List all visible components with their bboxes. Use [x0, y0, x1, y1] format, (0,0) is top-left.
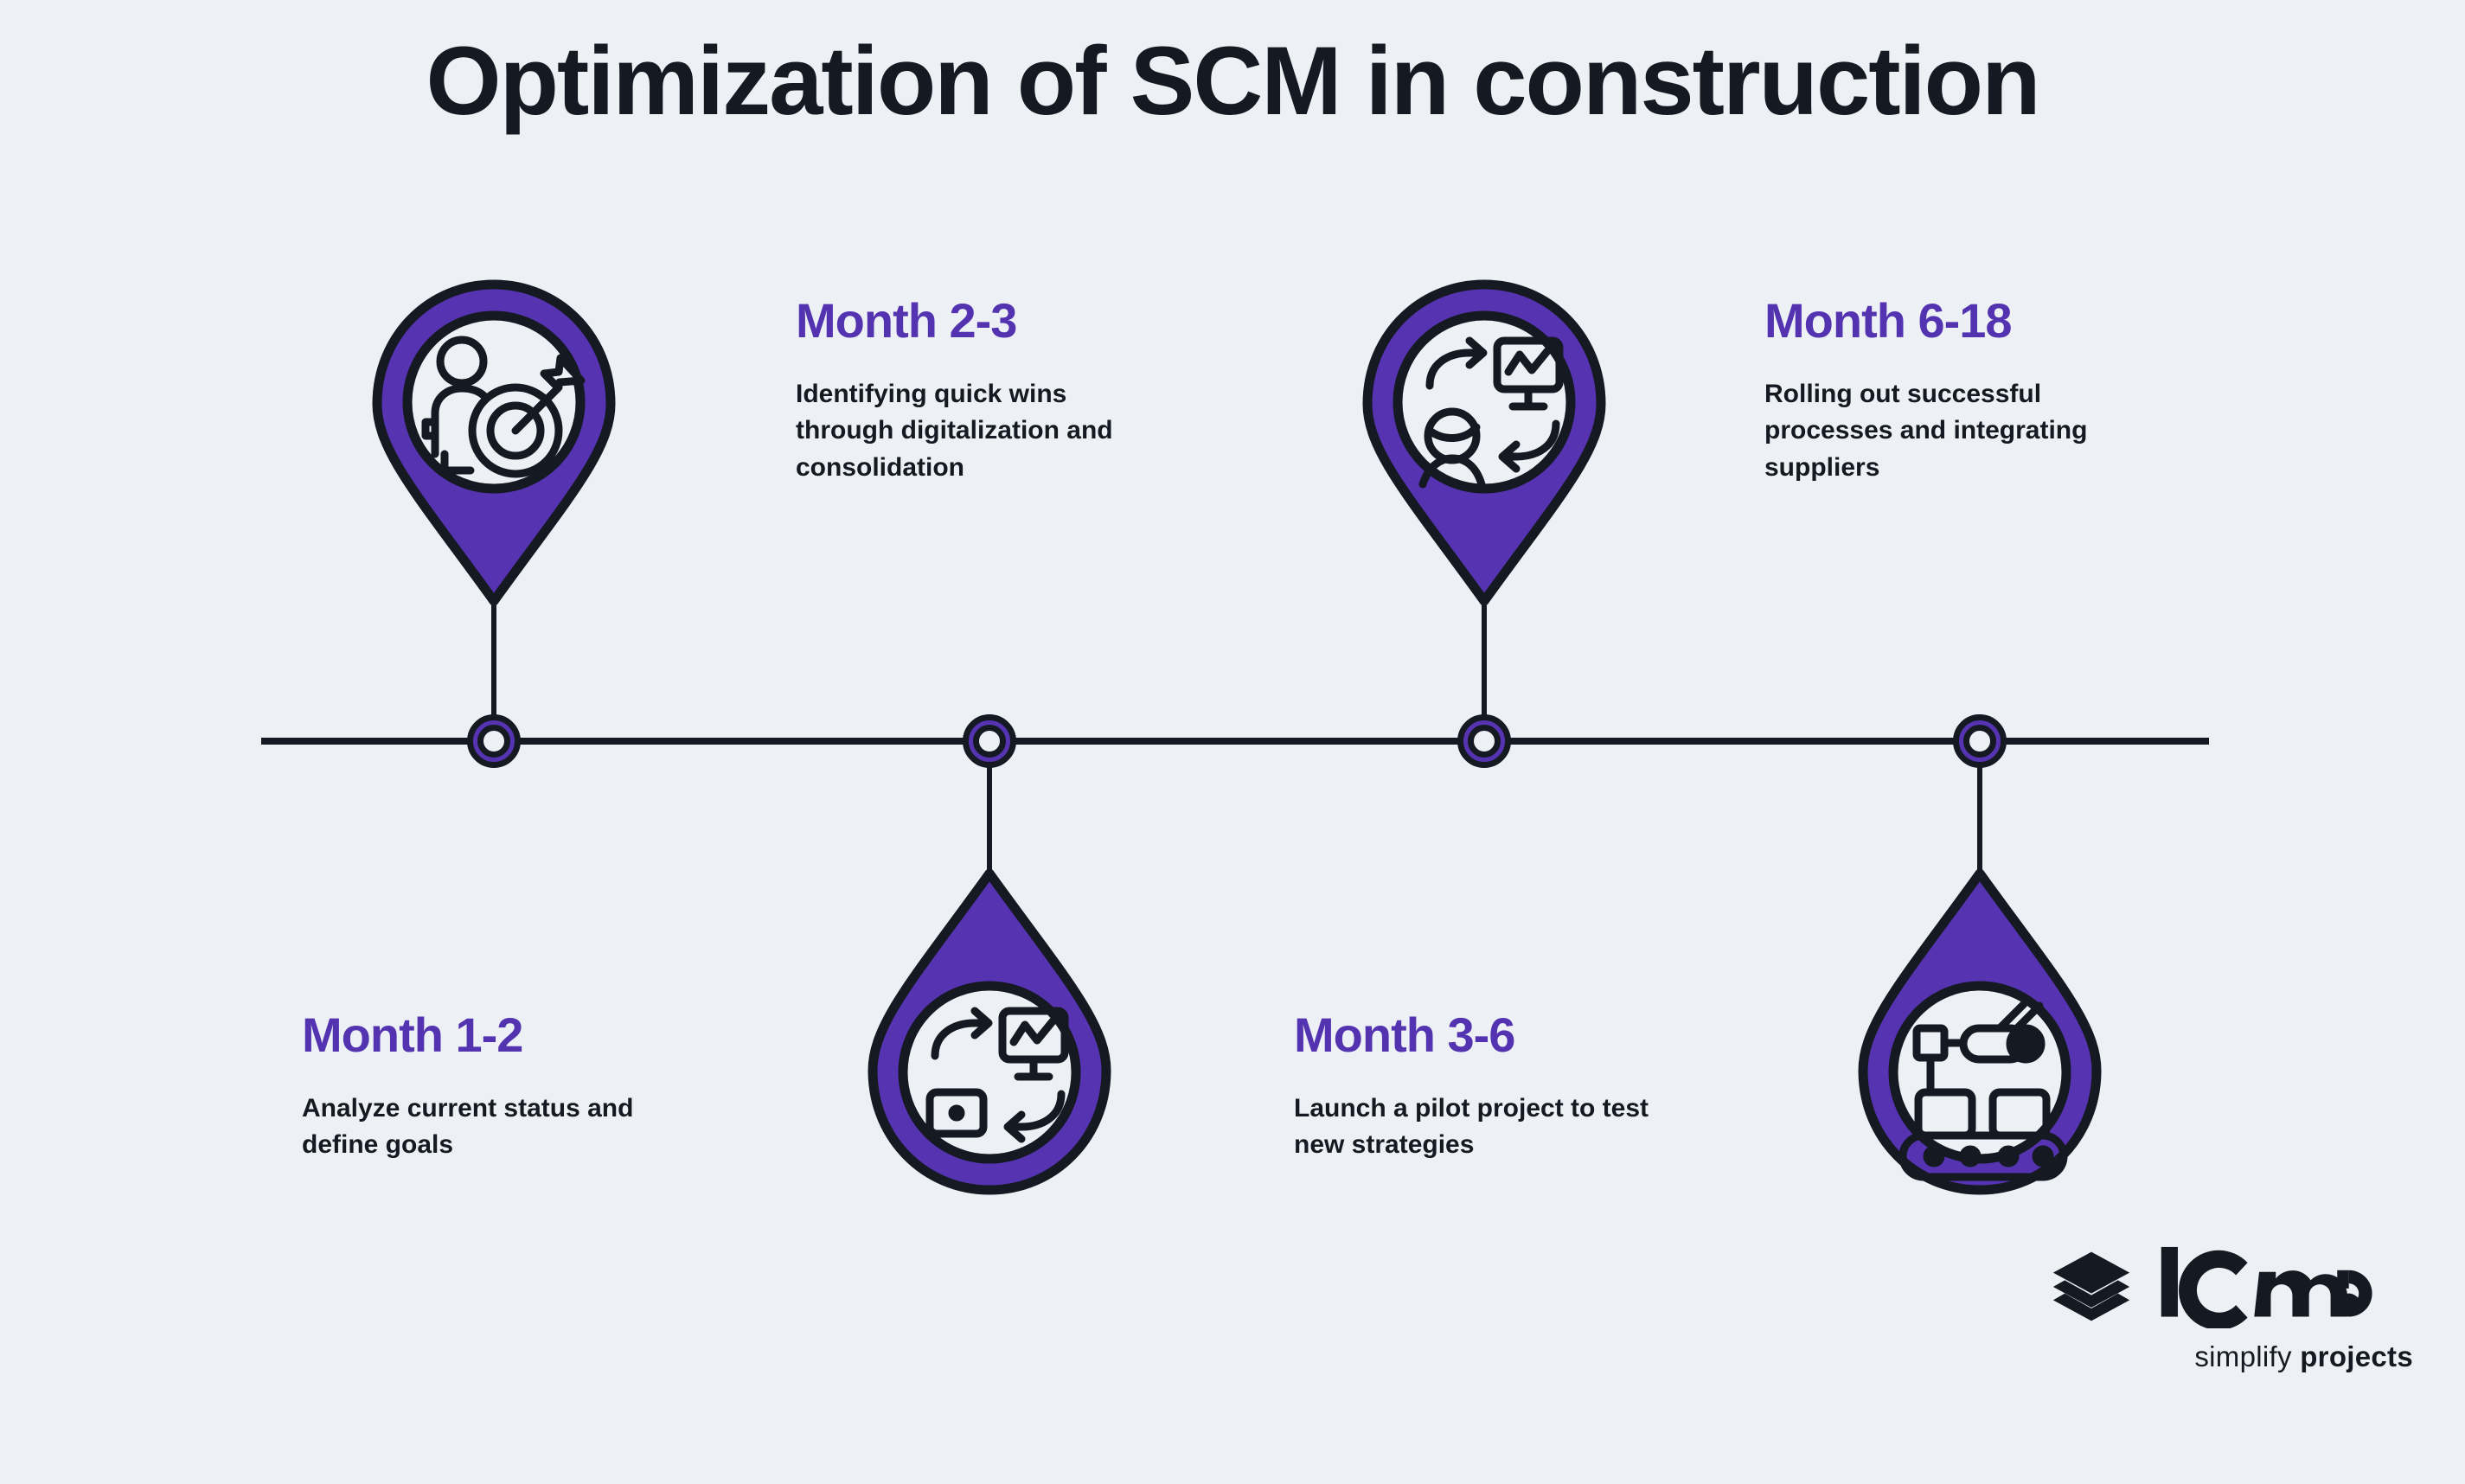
stem-pin-2 — [987, 740, 992, 870]
stem-pin-4 — [1977, 740, 1982, 870]
milestone-block-3: Month 3-6 Launch a pilot project to test… — [1294, 1007, 1657, 1164]
logo-tagline: simplify projects — [2050, 1340, 2413, 1373]
milestone-body-2: Identifying quick wins through digitaliz… — [796, 379, 1113, 482]
logo-wordmark — [2155, 1245, 2406, 1328]
timeline-node-3[interactable] — [1457, 714, 1511, 768]
stem-pin-3 — [1482, 605, 1487, 744]
timeline-node-1[interactable] — [467, 714, 521, 768]
page-title: Optimization of SCM in construction — [426, 27, 2040, 135]
milestone-body-1: Analyze current status and define goals — [302, 1093, 634, 1160]
pin-milestone-2[interactable] — [864, 867, 1115, 1196]
milestone-heading-3: Month 3-6 — [1294, 1007, 1515, 1062]
milestone-heading-1: Month 1-2 — [302, 1007, 523, 1062]
milestone-heading-4: Month 6-18 — [1764, 293, 2013, 348]
brand-logo: simplify projects — [2050, 1245, 2413, 1373]
logo-tagline-light: simplify — [2194, 1340, 2292, 1372]
pin-milestone-4[interactable] — [1854, 867, 2105, 1196]
milestone-body-4: Rolling out successful processes and int… — [1764, 379, 2088, 482]
milestone-heading-2: Month 2-3 — [796, 293, 1017, 348]
person-target-icon — [421, 336, 586, 478]
stacked-layers-icon — [2050, 1245, 2133, 1328]
pin-milestone-3[interactable] — [1359, 278, 1610, 607]
milestone-block-4: Month 6-18 Rolling out successful proces… — [1764, 293, 2145, 487]
pin-milestone-1[interactable] — [368, 278, 619, 607]
stem-pin-1 — [491, 605, 496, 744]
milestone-block-1: Month 1-2 Analyze current status and def… — [302, 1007, 708, 1164]
process-digitalization-icon — [925, 1007, 1069, 1143]
timeline-node-2[interactable] — [963, 714, 1016, 768]
process-people-icon — [1418, 336, 1564, 489]
milestone-block-2: Month 2-3 Identifying quick wins through… — [796, 293, 1159, 487]
timeline-node-4[interactable] — [1953, 714, 2007, 768]
logo-tagline-bold: projects — [2300, 1340, 2413, 1372]
logo-row — [2050, 1245, 2413, 1328]
milestone-body-3: Launch a pilot project to test new strat… — [1294, 1093, 1649, 1160]
robot-conveyor-icon — [1898, 1000, 2068, 1181]
timeline-axis — [261, 738, 2209, 745]
